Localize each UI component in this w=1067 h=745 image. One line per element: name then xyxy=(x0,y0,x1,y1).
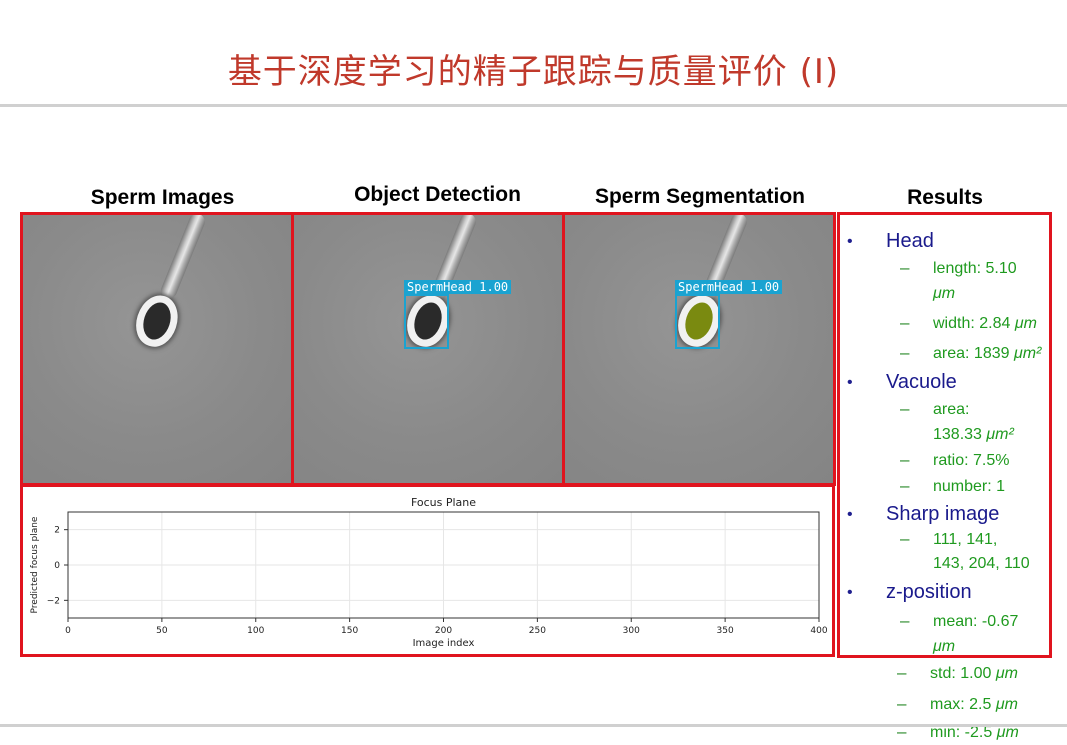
result-head-length: length: 5.10 xyxy=(933,260,1017,277)
header-sperm-segmentation: Sperm Segmentation xyxy=(594,185,806,208)
dash: – xyxy=(900,399,910,418)
x-tick-label: 50 xyxy=(156,626,168,636)
sperm-segmentation-panel: SpermHead 1.00 xyxy=(562,212,836,486)
y-tick-label: 2 xyxy=(54,526,60,536)
result-head-label: Head xyxy=(886,230,934,252)
result-zpos-min: min: -2.5 μm xyxy=(930,724,1019,741)
result-vacuole-label: Vacuole xyxy=(886,371,957,393)
y-tick-label: −2 xyxy=(47,596,60,606)
result-sharp-values-cont: 143, 204, 110 xyxy=(933,555,1030,572)
detection-label: SpermHead 1.00 xyxy=(404,280,512,294)
dash: – xyxy=(900,611,910,630)
result-zpos-mean: mean: -0.67 xyxy=(933,613,1019,630)
bullet-head: • xyxy=(847,233,853,250)
result-head-length-unit: μm xyxy=(933,285,956,302)
result-head-width: width: 2.84 μm xyxy=(933,315,1037,332)
microscope-background xyxy=(294,215,562,483)
dash: – xyxy=(900,258,910,277)
dash: – xyxy=(900,343,910,362)
results-panel: • Head – length: 5.10 μm – width: 2.84 μ… xyxy=(837,212,1052,658)
segmentation-label: SpermHead 1.00 xyxy=(675,280,783,294)
y-axis-label: Predicted focus plane xyxy=(30,516,40,613)
result-vacuole-number: number: 1 xyxy=(933,478,1006,495)
x-tick-label: 300 xyxy=(623,626,640,636)
sperm-head-nucleus xyxy=(138,298,176,344)
dash: – xyxy=(897,663,907,682)
dash: – xyxy=(897,694,907,713)
result-zpos-max: max: 2.5 μm xyxy=(930,696,1018,713)
result-sharp-values: 111, 141, xyxy=(933,531,998,548)
x-tick-label: 150 xyxy=(341,626,358,636)
bottom-divider xyxy=(0,724,1067,727)
header-results: Results xyxy=(907,186,983,209)
dash: – xyxy=(897,722,907,741)
x-tick-label: 100 xyxy=(247,626,264,636)
focus-plane-chart: 0 50 100 150 200 250 300 350 400 −2 0 2 Focus PlaneI… xyxy=(30,496,828,649)
result-zpos-label: z-position xyxy=(886,581,972,603)
dash: – xyxy=(900,529,910,548)
header-sperm-images: Sperm Images xyxy=(90,186,235,209)
sperm-image-panel xyxy=(20,212,294,486)
top-divider xyxy=(0,104,1067,107)
x-tick-label: 250 xyxy=(529,626,546,636)
object-detection-panel: SpermHead 1.00 xyxy=(291,212,565,486)
slide-title: 基于深度学习的精子跟踪与质量评价 (I) xyxy=(227,52,840,92)
result-vacuole-area-value: 138.33 μm² xyxy=(933,426,1014,443)
dash: – xyxy=(900,313,910,332)
result-head-area: area: 1839 μm² xyxy=(933,345,1042,362)
result-zpos-std: std: 1.00 μm xyxy=(930,665,1018,682)
x-tick-label: 400 xyxy=(810,626,827,636)
bullet-zpos: • xyxy=(847,584,853,601)
dash: – xyxy=(900,476,910,495)
y-tick-label: 0 xyxy=(54,561,60,571)
segmentation-box xyxy=(675,294,720,349)
detection-box xyxy=(404,294,449,349)
header-object-detection: Object Detection xyxy=(354,183,521,206)
result-vacuole-ratio: ratio: 7.5% xyxy=(933,452,1010,469)
dash: – xyxy=(900,450,910,469)
result-vacuole-area: area: xyxy=(933,401,970,418)
x-tick-label: 0 xyxy=(65,626,71,636)
x-axis-label: Image index xyxy=(413,638,475,649)
result-zpos-mean-unit: μm xyxy=(933,638,956,655)
microscope-background xyxy=(23,215,291,483)
bullet-vacuole: • xyxy=(847,374,853,391)
x-tick-label: 200 xyxy=(435,626,452,636)
bullet-sharp: • xyxy=(847,506,853,523)
x-tick-label: 350 xyxy=(717,626,734,636)
chart-title: Focus Plane xyxy=(411,496,476,509)
result-sharp-label: Sharp image xyxy=(886,503,1000,525)
microscope-background xyxy=(565,215,833,483)
